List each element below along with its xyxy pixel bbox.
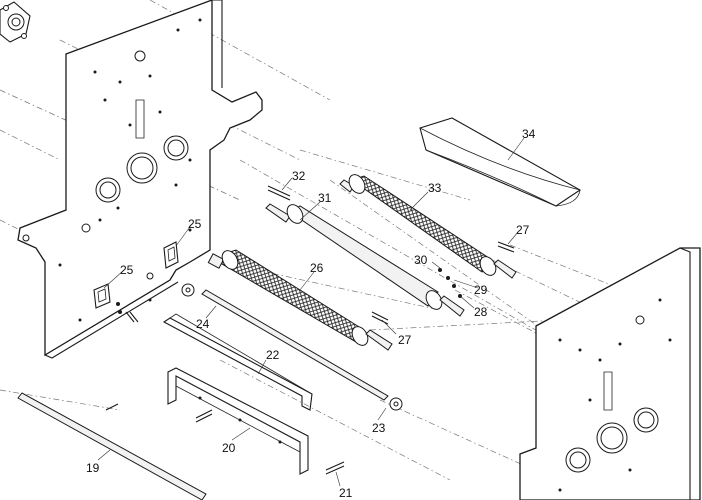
small-parts-28-30 [438, 268, 462, 298]
callout-23: 23 [372, 421, 386, 435]
callout-25-lower: 25 [120, 263, 134, 277]
frame-20 [167, 367, 309, 475]
bracket-upper [163, 241, 179, 269]
knurled-roller-33 [339, 174, 517, 279]
tie-rod-24 [201, 289, 389, 401]
callout-19: 19 [86, 461, 100, 475]
callout-31: 31 [318, 191, 332, 205]
knurled-roller-26 [207, 249, 393, 351]
key-27-lower [371, 311, 389, 325]
washer-24 [181, 283, 195, 297]
belt-sheet-34 [419, 117, 582, 207]
right-side-plate [519, 247, 701, 500]
callout-32: 32 [292, 169, 306, 183]
callout-28: 28 [474, 305, 488, 319]
callout-24: 24 [196, 317, 210, 331]
callout-30: 30 [414, 253, 428, 267]
key-32 [267, 185, 291, 201]
left-side-plate [17, 0, 263, 359]
plain-roller-31 [265, 203, 465, 317]
callout-21: 21 [339, 486, 353, 500]
bearing-flange [0, 1, 31, 43]
callout-34: 34 [522, 127, 536, 141]
leader-lines [97, 137, 525, 487]
small-fasteners [116, 302, 139, 323]
screw-far-left [105, 403, 119, 411]
callout-25-upper: 25 [188, 217, 202, 231]
callout-33: 33 [428, 181, 442, 195]
callout-20: 20 [222, 441, 236, 455]
callout-22: 22 [266, 348, 280, 362]
screw-21 [325, 461, 345, 475]
callout-27-upper: 27 [516, 223, 530, 237]
washer-23 [389, 397, 403, 411]
callout-26: 26 [310, 261, 324, 275]
callout-27-lower: 27 [398, 333, 412, 347]
callout-29: 29 [474, 283, 488, 297]
callout-labels: 19 20 21 22 23 24 25 25 26 27 27 28 29 3… [86, 127, 536, 500]
bracket-lower [93, 283, 111, 309]
tie-rod-19 [17, 392, 207, 500]
key-27-upper [497, 241, 515, 253]
scraper-blade-22 [162, 313, 313, 411]
screw-left [195, 409, 213, 423]
